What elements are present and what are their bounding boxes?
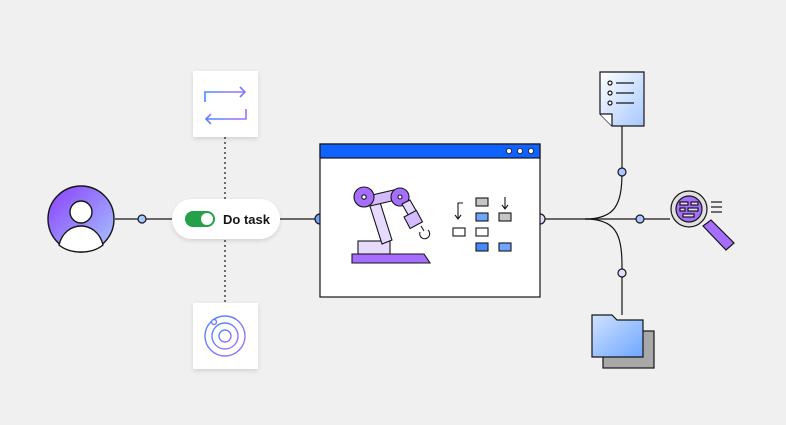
automation-window (319, 143, 541, 298)
window-dot[interactable] (528, 147, 535, 154)
do-task-toggle[interactable]: Do task (172, 199, 280, 239)
window-dot[interactable] (517, 147, 524, 154)
window-dot[interactable] (505, 147, 512, 154)
folder-icon (591, 314, 655, 369)
document-list-icon (599, 71, 645, 127)
user-avatar-icon (47, 185, 115, 253)
workflow-blocks-icon (452, 197, 512, 252)
window-titlebar (319, 143, 541, 159)
robot-arm-icon (351, 186, 432, 264)
toggle-label: Do task (223, 212, 271, 227)
toggle-knob (201, 213, 213, 225)
sync-card (193, 71, 258, 137)
sync-arrows-icon (204, 86, 247, 125)
magnifier-search-icon (670, 190, 735, 251)
orbit-card (193, 303, 258, 369)
orbit-target-icon (204, 315, 246, 357)
